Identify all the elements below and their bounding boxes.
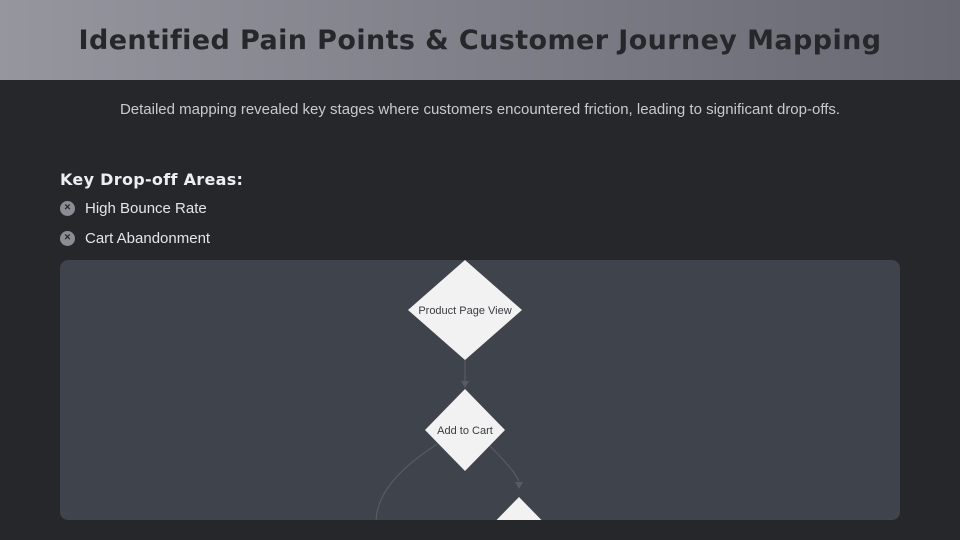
arrowhead-icon <box>461 381 469 388</box>
list-item-label: Cart Abandonment <box>85 229 211 247</box>
flow-edge-add-to-cart-to-partial-node-bottom <box>489 445 520 482</box>
page-title: Identified Pain Points & Customer Journe… <box>78 24 882 56</box>
flow-node-product-page-view[interactable] <box>408 260 522 360</box>
x-circle-icon: × <box>60 230 75 246</box>
flow-node-label: Product Page View <box>418 305 511 317</box>
flow-edge-add-to-cart-to-offscreen-bottom-left <box>375 443 438 520</box>
arrowhead-icon <box>515 482 523 489</box>
key-dropoff-section: Key Drop-off Areas: × High Bounce Rate ×… <box>60 170 243 257</box>
x-circle-icon: × <box>60 200 75 216</box>
list-item: × Cart Abandonment <box>60 227 243 249</box>
flow-node-partial-node-bottom[interactable] <box>479 497 559 520</box>
slide-header: Identified Pain Points & Customer Journe… <box>0 0 960 80</box>
dropoff-list: × High Bounce Rate × Cart Abandonment <box>60 197 243 249</box>
flow-node-label: Add to Cart <box>437 425 493 437</box>
slide-subtitle: Detailed mapping revealed key stages whe… <box>119 101 841 118</box>
key-dropoff-heading: Key Drop-off Areas: <box>60 170 244 189</box>
list-item-label: High Bounce Rate <box>85 199 207 217</box>
list-item: × High Bounce Rate <box>60 197 243 219</box>
flow-node-add-to-cart[interactable] <box>425 389 505 471</box>
